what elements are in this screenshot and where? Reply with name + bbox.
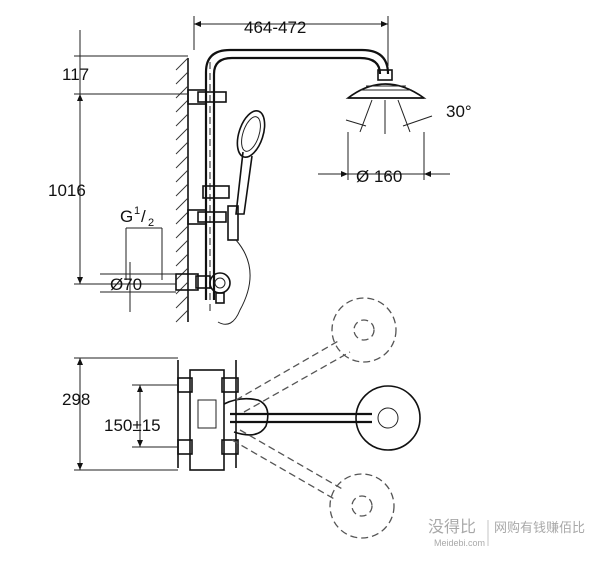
plan-shower-head-rotated-upper — [235, 297, 397, 413]
spray-angle-lines — [345, 99, 433, 134]
rosette-dimension-line — [100, 262, 176, 312]
wall-offset-label: 117 — [62, 65, 89, 84]
overhead-shower-head — [345, 69, 427, 99]
head-diameter-label: Ø 160 — [356, 167, 402, 186]
height-label: 1016 — [48, 181, 86, 200]
thread-dimension-lines — [125, 227, 163, 280]
riser-pipe — [204, 48, 390, 315]
plan-arm — [223, 397, 372, 436]
svg-text:1: 1 — [134, 205, 140, 217]
wall-offset-dimension-line — [74, 30, 188, 95]
thermostat-body-plan — [177, 369, 239, 471]
watermark-url: Meidebi.com — [434, 538, 485, 548]
rosette-label: Ø70 — [110, 275, 142, 294]
watermark-slogan: 网购有钱赚佰比 — [494, 520, 585, 536]
shower-hose — [217, 239, 251, 325]
inlet-spacing-dimension-line — [132, 384, 178, 448]
watermark: 没得比 网购有钱赚佰比 Meidebi.com — [428, 517, 585, 548]
inlet-spacing-label: 150±15 — [104, 416, 161, 435]
head-diameter-dimension-line — [318, 132, 450, 180]
hand-shower — [235, 110, 266, 215]
hand-shower-holder — [202, 185, 239, 241]
tilt-angle-label: 30° — [446, 102, 472, 121]
watermark-brand: 没得比 — [428, 517, 476, 536]
plan-depth-label: 298 — [62, 390, 90, 409]
wall-hatching — [175, 57, 189, 323]
plan-depth-dimension-line — [74, 357, 178, 471]
svg-text:/: / — [141, 207, 146, 226]
height-dimension-line — [74, 94, 176, 285]
plan-shower-head-rotated-lower — [231, 429, 395, 539]
thermostat-inlet — [175, 272, 231, 304]
wall-brackets — [187, 89, 227, 225]
thread-label: G 1 / 2 — [120, 205, 154, 229]
svg-text:2: 2 — [148, 217, 154, 229]
plan-wall-hatching — [177, 360, 237, 468]
arm-reach-dimension-line — [193, 16, 389, 66]
plan-shower-head-primary — [355, 385, 421, 451]
arm-reach-label: 464-472 — [244, 18, 306, 37]
svg-text:G: G — [120, 207, 133, 226]
